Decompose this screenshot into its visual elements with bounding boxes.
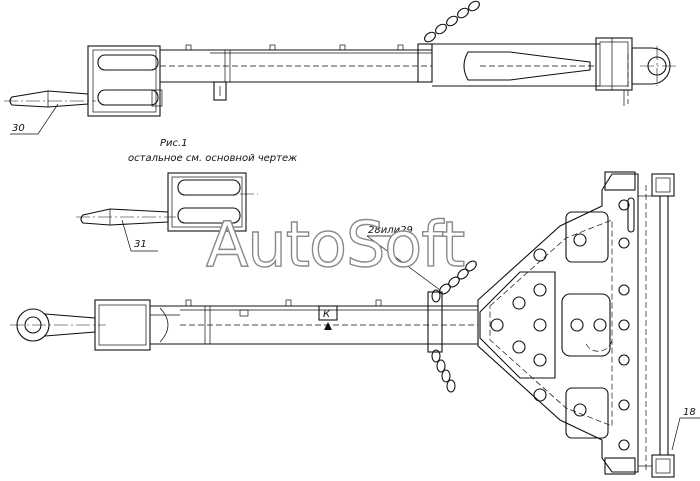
marker-triangle bbox=[324, 322, 332, 330]
figure-caption: Рис.1 bbox=[160, 138, 188, 149]
fig1-detail bbox=[76, 172, 258, 232]
callout-18: 18 bbox=[671, 407, 700, 451]
bottom-aframe: К bbox=[10, 171, 675, 478]
top-drawbar bbox=[4, 0, 678, 117]
top-chain bbox=[424, 0, 480, 43]
callout-18-label: 18 bbox=[683, 407, 696, 418]
callout-30: 30 bbox=[10, 103, 59, 135]
bottom-chain bbox=[431, 260, 477, 393]
callout-31: 31 bbox=[121, 219, 158, 252]
callout-28-29-label: 28или29 bbox=[368, 225, 413, 236]
watermark: AutoSoft bbox=[206, 208, 464, 281]
callout-30-label: 30 bbox=[12, 123, 25, 134]
marker-k-label: К bbox=[323, 309, 331, 320]
callout-31-label: 31 bbox=[134, 239, 147, 250]
figure-note: остальное см. основной чертеж bbox=[128, 153, 297, 164]
callout-28-29: 28или29 bbox=[366, 225, 441, 291]
